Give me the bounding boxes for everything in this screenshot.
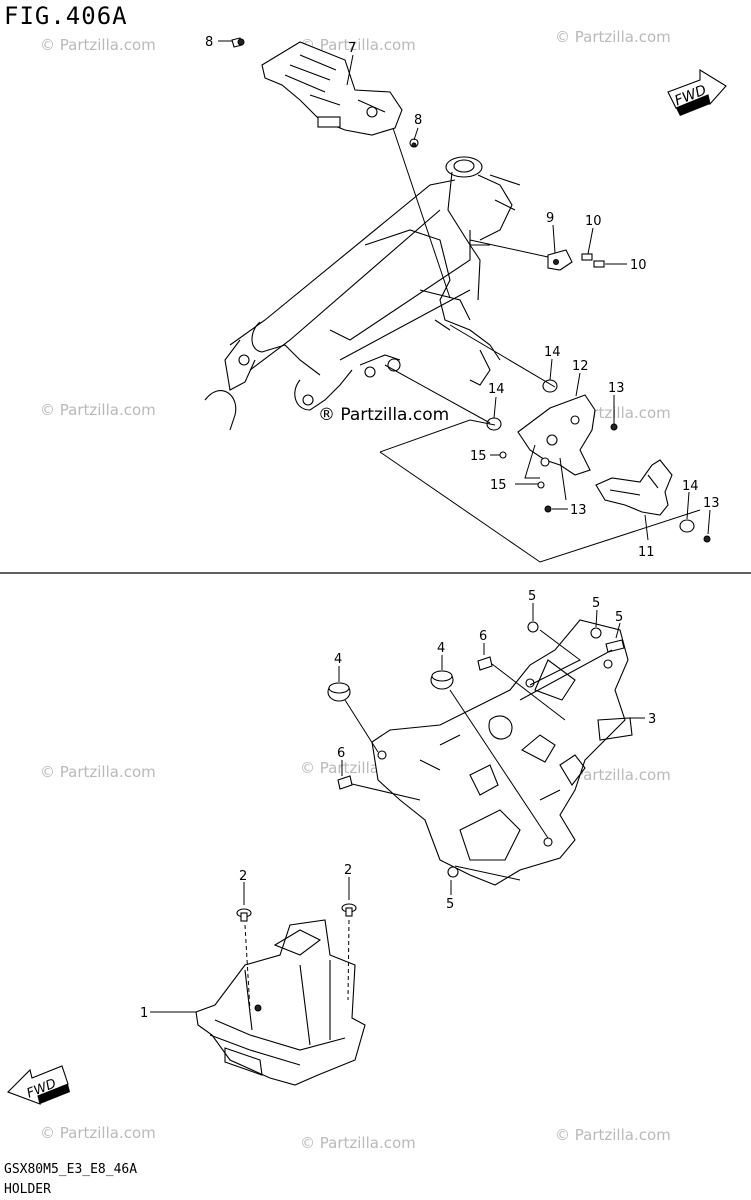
part-11-guard xyxy=(595,459,673,516)
watermark: © Partzilla.com xyxy=(555,766,671,784)
figure-title: FIG.406A xyxy=(4,2,128,30)
callouts: 8 7 8 9 10 10 14 12 13 14 15 15 13 11 14… xyxy=(140,35,720,1021)
leader-lines-upper xyxy=(218,40,711,563)
callout-5: 5 xyxy=(592,596,600,611)
callout-14: 14 xyxy=(544,345,561,360)
callout-15: 15 xyxy=(470,449,487,464)
rubber-4 xyxy=(327,670,454,702)
watermark: © Partzilla.com xyxy=(300,36,416,54)
callout-5: 5 xyxy=(615,610,623,625)
fwd-arrow-top: FWD xyxy=(667,69,727,116)
callout-15: 15 xyxy=(490,478,507,493)
part-7-bracket xyxy=(261,41,403,136)
callout-14: 14 xyxy=(488,382,505,397)
callout-5: 5 xyxy=(528,589,536,604)
callout-13: 13 xyxy=(608,381,625,396)
callout-4: 4 xyxy=(437,641,445,656)
callout-2: 2 xyxy=(344,863,352,878)
callout-12: 12 xyxy=(572,359,589,374)
callout-10: 10 xyxy=(585,214,602,229)
screw-5 xyxy=(447,621,625,878)
callout-3: 3 xyxy=(648,712,656,727)
callout-7: 7 xyxy=(348,41,356,56)
watermark: © Partzilla.com xyxy=(40,1124,156,1142)
bolt-15 xyxy=(499,451,545,489)
callout-14: 14 xyxy=(682,479,699,494)
watermark: © Partzilla.com xyxy=(40,36,156,54)
leader-lines-bottom xyxy=(150,877,350,1013)
callout-4: 4 xyxy=(334,652,342,667)
part-9-bracket xyxy=(547,249,573,271)
callout-13: 13 xyxy=(570,503,587,518)
frame xyxy=(204,156,521,431)
figure-code: GSX80M5_E3_E8_46A xyxy=(4,1162,138,1177)
figure-name: HOLDER xyxy=(4,1182,51,1197)
callout-6: 6 xyxy=(337,746,345,761)
callout-8: 8 xyxy=(414,113,422,128)
screw-6 xyxy=(337,656,493,790)
callout-6: 6 xyxy=(479,629,487,644)
callout-11: 11 xyxy=(638,545,655,560)
callout-1: 1 xyxy=(140,1006,148,1021)
callout-2: 2 xyxy=(239,869,247,884)
part-12-bracket xyxy=(517,394,596,476)
callout-8: 8 xyxy=(205,35,213,50)
callout-9: 9 xyxy=(546,211,554,226)
bolt-10 xyxy=(581,253,605,268)
watermarks: © Partzilla.com © Partzilla.com © Partzi… xyxy=(40,28,671,1152)
fwd-arrow-bottom: FWD xyxy=(7,1065,70,1105)
callout-10: 10 xyxy=(630,258,647,273)
screw-8-lower xyxy=(409,138,419,148)
watermark: © Partzilla.com xyxy=(555,28,671,46)
watermark-center: ® Partzilla.com xyxy=(318,405,449,425)
watermark: © Partzilla.com xyxy=(40,401,156,419)
callout-13: 13 xyxy=(703,496,720,511)
callout-5: 5 xyxy=(446,897,454,912)
part-1-battery-box xyxy=(195,919,366,1086)
watermark: © Partzilla.com xyxy=(300,1134,416,1152)
leader-lines-lower xyxy=(338,603,645,895)
screw-2 xyxy=(236,903,357,922)
spacer-14 xyxy=(486,379,695,533)
screw-8-top xyxy=(231,37,245,48)
part-3-holder xyxy=(371,619,633,886)
watermark: © Partzilla.com xyxy=(555,1126,671,1144)
watermark: © Partzilla.com xyxy=(40,763,156,781)
